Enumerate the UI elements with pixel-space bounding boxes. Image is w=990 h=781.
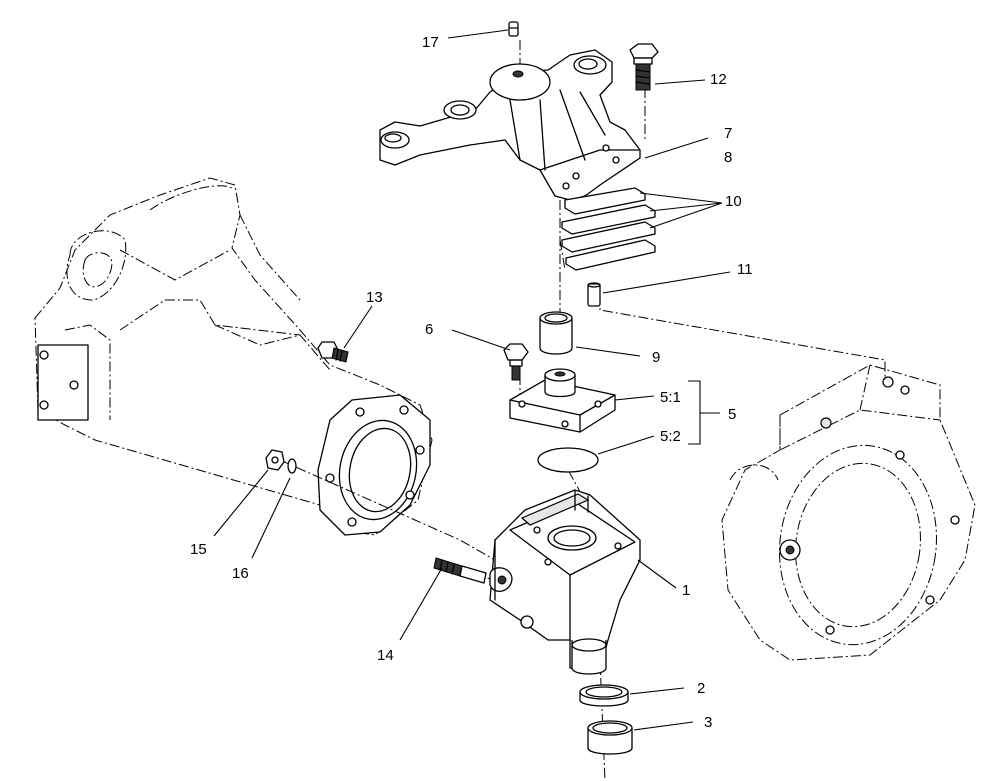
callout-5-2: 5:2 <box>660 428 681 445</box>
kingpin-cover <box>509 368 616 433</box>
callout-13: 13 <box>366 289 383 306</box>
steering-arm <box>379 49 641 201</box>
callout-10: 10 <box>725 193 742 210</box>
bushing-upper <box>539 311 573 355</box>
steering-knuckle <box>489 489 641 675</box>
axle-housing-phantom <box>34 177 433 536</box>
callout-7: 7 <box>724 125 732 142</box>
bolt-upper <box>629 43 659 91</box>
shim-set <box>561 187 656 271</box>
callout-3: 3 <box>704 714 712 731</box>
callout-14: 14 <box>377 647 394 664</box>
callout-5-1: 5:1 <box>660 389 681 406</box>
callout-6: 6 <box>425 321 433 338</box>
callout-1: 1 <box>682 582 690 599</box>
callout-12: 12 <box>710 71 727 88</box>
callout-8: 8 <box>724 149 732 166</box>
callout-9: 9 <box>652 349 660 366</box>
grease-nipple <box>508 21 519 37</box>
bottom-bushing <box>587 720 633 755</box>
bottom-seal-ring <box>579 684 629 707</box>
leader-lines <box>213 29 731 731</box>
washer <box>287 458 297 474</box>
callout-11: 11 <box>737 261 753 278</box>
right-housing-phantom <box>721 364 976 661</box>
stud <box>433 557 487 584</box>
callout-2: 2 <box>697 680 705 697</box>
callout-5: 5 <box>728 406 736 423</box>
nut <box>265 449 285 471</box>
callout-17: 17 <box>422 34 439 51</box>
bolt-housing <box>317 341 349 363</box>
callout-15: 15 <box>190 541 207 558</box>
bolt-cover <box>503 343 529 381</box>
callout-16: 16 <box>232 565 249 582</box>
dowel-pin <box>587 282 601 307</box>
o-ring <box>537 447 599 473</box>
